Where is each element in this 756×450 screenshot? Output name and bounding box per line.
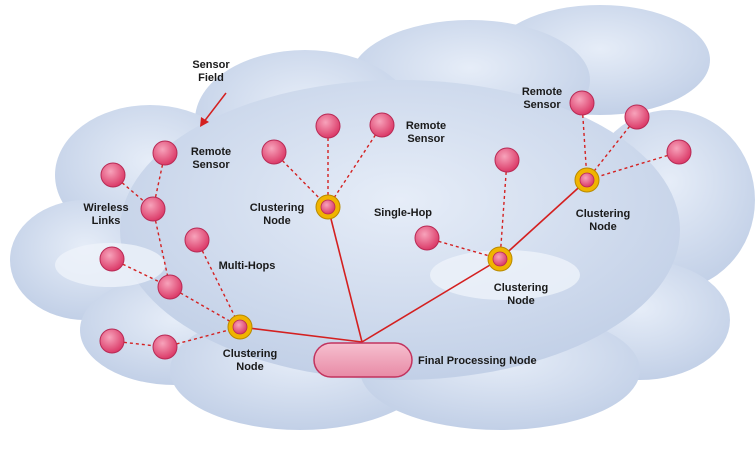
- sensor-node: [494, 147, 520, 173]
- clustering-node-right: [574, 167, 600, 193]
- final-processing-node: [313, 342, 413, 378]
- sensor-node: [99, 328, 125, 354]
- wireless-links-label: Wireless Links: [83, 202, 129, 227]
- clustering-node-mid: [487, 246, 513, 272]
- sensor-node: [157, 274, 183, 300]
- sensor-field-arrow: [200, 92, 227, 127]
- clustering-node-label-right: Clustering Node: [575, 208, 631, 233]
- remote-sensor-label-left: Remote Sensor: [190, 146, 232, 171]
- sensor-field-label: Sensor Field: [192, 59, 230, 84]
- clustering-nodes: [227, 167, 600, 340]
- sensor-node: [369, 112, 395, 138]
- sensor-node: [569, 90, 595, 116]
- sensor-node: [414, 225, 440, 251]
- clustering-node-top: [315, 194, 341, 220]
- sensor-node: [99, 246, 125, 272]
- final-processing-node-label: Final Processing Node: [418, 355, 537, 367]
- backbone-links: [239, 179, 588, 343]
- sensor-node: [140, 196, 166, 222]
- sensor-field-cloud: [10, 5, 755, 430]
- clustering-node-label-top: Clustering Node: [249, 202, 305, 227]
- clustering-node-label-bottom: Clustering Node: [222, 348, 278, 373]
- sensor-node: [261, 139, 287, 165]
- clustering-node-label-mid: Clustering Node: [493, 282, 549, 307]
- sensor-node: [315, 113, 341, 139]
- remote-sensor-label-right: Remote Sensor: [521, 86, 563, 111]
- sensor-node: [184, 227, 210, 253]
- sensor-node: [152, 334, 178, 360]
- sensor-node: [100, 162, 126, 188]
- sensor-node: [666, 139, 692, 165]
- clustering-node-bottom: [227, 314, 253, 340]
- remote-sensors: [99, 90, 692, 360]
- single-hop-label: Single-Hop: [373, 207, 433, 219]
- multi-hops-label: Multi-Hops: [218, 260, 276, 272]
- sensor-node: [152, 140, 178, 166]
- remote-sensor-label-mid: Remote Sensor: [405, 120, 447, 145]
- sensor-node: [624, 104, 650, 130]
